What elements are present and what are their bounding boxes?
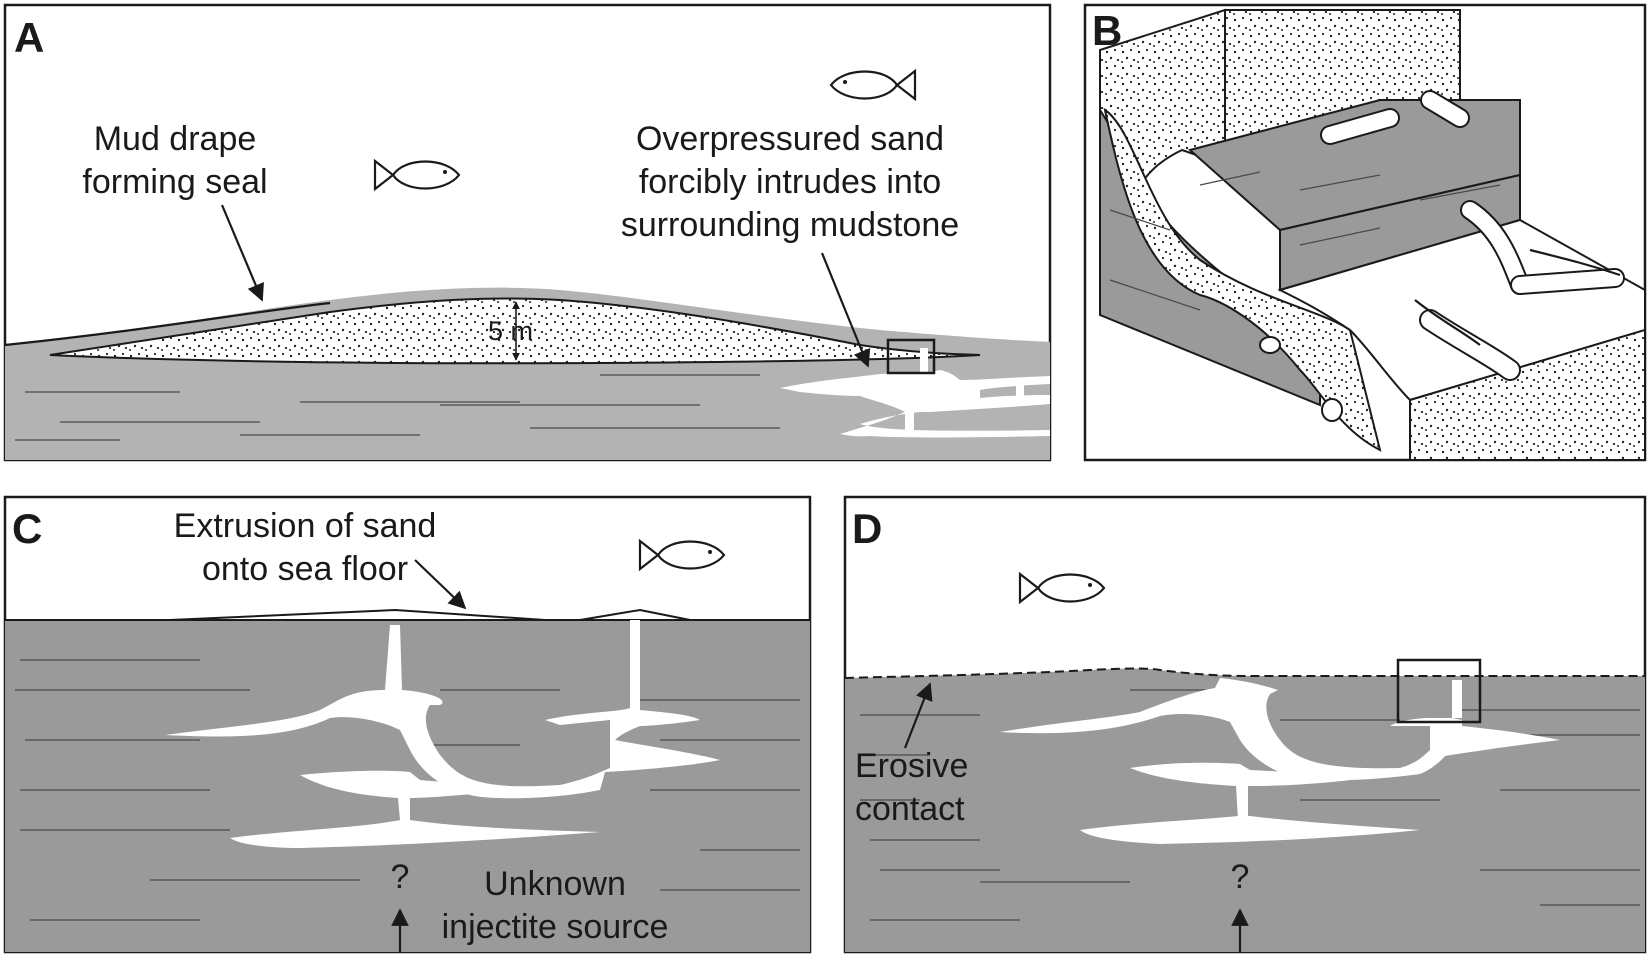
scale-label: 5 m	[488, 316, 533, 346]
injectites-c	[165, 620, 720, 848]
panel-label-a: A	[14, 14, 44, 61]
panel-label-d: D	[852, 505, 882, 552]
panel-a: A Mud drape forming seal Overpressured s…	[3, 3, 1052, 462]
unknown-source-mark-c: ?	[391, 858, 410, 896]
injectite-tubes-b	[1259, 90, 1625, 422]
laminations-c	[15, 659, 800, 921]
block-top	[1187, 99, 1521, 232]
mud-drape	[5, 301, 331, 347]
panel-label-c: C	[12, 505, 42, 552]
overpressured-label-line3: surrounding mudstone	[621, 206, 959, 244]
laminations-b	[1109, 171, 1501, 311]
extrusion-label-line2: onto sea floor	[202, 550, 408, 588]
fish-icon	[1018, 571, 1106, 605]
overpressured-label-line2: forcibly intrudes into	[639, 163, 941, 201]
injectites-a	[780, 348, 1050, 438]
overpressured-label-line1: Overpressured sand	[636, 120, 944, 158]
tube-trace-b	[1414, 299, 1481, 346]
unknown-source-label-line1: Unknown	[484, 865, 626, 903]
erosive-label-line2: contact	[855, 790, 965, 828]
unknown-source-mark-d: ?	[1231, 858, 1250, 896]
detail-box-d	[1396, 658, 1482, 724]
erosive-arrow	[903, 682, 933, 749]
sand-front-base	[1409, 328, 1645, 460]
tube-trace-b2	[1529, 248, 1621, 277]
unknown-source-label-line2: injectite source	[442, 908, 669, 946]
detail-box-a	[886, 338, 936, 375]
fish-icon	[638, 538, 726, 572]
fish-icon	[829, 68, 917, 102]
panel-label-b: B	[1092, 7, 1122, 54]
injectites-d	[1000, 678, 1560, 844]
extrusion-arrow	[414, 559, 467, 610]
erosive-label-line1: Erosive	[855, 747, 968, 785]
mud-drape-label-line2: forming seal	[82, 163, 267, 201]
laminations-d	[860, 689, 1640, 921]
erosive-contact-line	[845, 667, 1645, 679]
extrusion-label-line1: Extrusion of sand	[174, 507, 437, 545]
mud-drape-arrow	[220, 204, 264, 302]
fish-icon	[373, 158, 461, 192]
panel-c: C Extrusion of sand onto sea floor ? Unk…	[3, 495, 812, 954]
extruded-sand	[169, 608, 691, 621]
mud-drape-label-line1: Mud drape	[94, 120, 257, 158]
panel-b: B	[1083, 3, 1647, 462]
panel-d: D Erosive contact ?	[843, 495, 1647, 954]
overpressured-arrow	[820, 252, 871, 368]
